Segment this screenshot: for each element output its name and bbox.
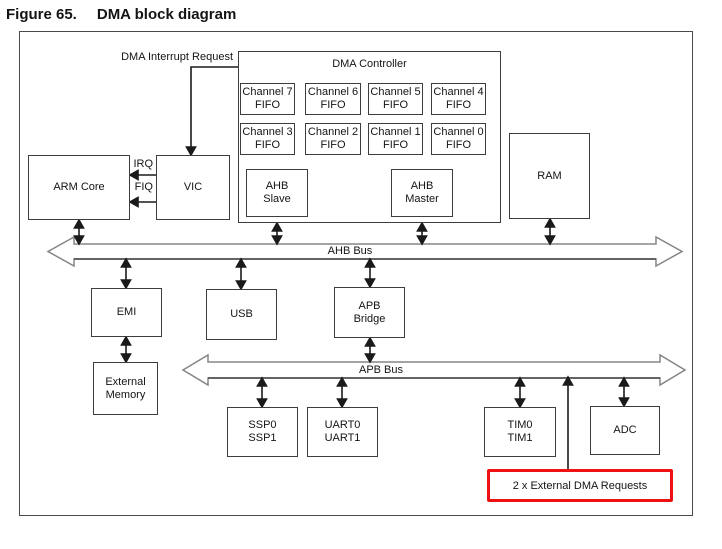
irq-label: IRQ [133,158,153,170]
connector-arrows [73,66,630,469]
apb-ssp-arrow [256,376,268,409]
channel4-fifo-block: Channel 4 FIFO [431,83,486,115]
ahb-usb-arrow [235,257,247,291]
ahb-slave-block: AHB Slave [246,169,308,217]
apb-bus-label: APB Bus [358,364,404,376]
apb-adc-arrow [618,376,630,408]
usb-block: USB [206,289,277,340]
ram-ahb-arrow [544,217,556,246]
figure-title: Figure 65. DMA block diagram [6,6,236,23]
ahb-emi-arrow [120,257,132,290]
ahbmaster-ahb-arrow [416,221,428,246]
ssp-block: SSP0 SSP1 [227,407,298,457]
figure-name: DMA block diagram [96,6,237,23]
arm-ahb-arrow [73,218,85,246]
channel6-fifo-block: Channel 6 FIFO [305,83,361,115]
channel3-fifo-block: Channel 3 FIFO [240,123,295,155]
ahb-master-block: AHB Master [391,169,453,217]
channel1-fifo-block: Channel 1 FIFO [368,123,423,155]
ahb-apbbridge-arrow [364,257,376,289]
apb-uart-arrow [336,376,348,409]
vic-block: VIC [156,155,230,220]
ram-block: RAM [509,133,590,219]
channel0-fifo-block: Channel 0 FIFO [431,123,486,155]
emi-block: EMI [91,288,162,337]
emi-extmem-arrow [120,335,132,364]
arm-core-block: ARM Core [28,155,130,220]
apb-bus-shape [181,353,687,387]
dma-controller-title: DMA Controller [332,58,407,70]
channel7-fifo-block: Channel 7 FIFO [240,83,295,115]
ahbslave-ahb-arrow [271,221,283,246]
external-dma-requests-label: 2 x External DMA Requests [512,479,648,492]
external-dma-requests-callout: 2 x External DMA Requests [487,469,673,502]
external-memory-block: External Memory [93,362,158,415]
ahb-bus-shape [46,235,684,268]
channel2-fifo-block: Channel 2 FIFO [305,123,361,155]
uart-block: UART0 UART1 [307,407,378,457]
dma-interrupt-wire [185,66,238,157]
figure-number: Figure 65. [6,6,77,23]
fiq-label: FIQ [134,181,153,193]
ahb-bus-label: AHB Bus [327,245,373,257]
apbbridge-apb-arrow [364,336,376,364]
apb-bridge-block: APB Bridge [334,287,405,338]
dma-interrupt-request-label: DMA Interrupt Request [121,51,233,63]
adc-block: ADC [590,406,660,455]
channel5-fifo-block: Channel 5 FIFO [368,83,423,115]
irq-arrow [128,169,156,181]
fiq-arrow [128,196,156,208]
external-dma-arrow [562,375,574,469]
tim-block: TIM0 TIM1 [484,407,556,457]
apb-tim-arrow [514,376,526,409]
